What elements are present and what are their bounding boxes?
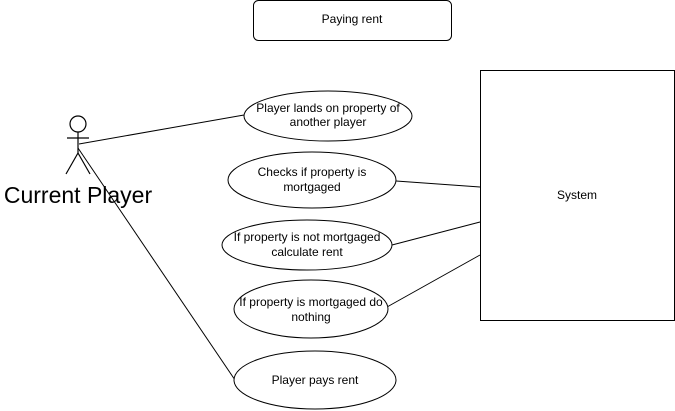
- use-case-label-line2: calculate rent: [271, 245, 343, 259]
- actor-stick-figure-icon: [65, 115, 91, 175]
- title-box-frame: [253, 0, 452, 41]
- use-case-label-line1: Player pays rent: [272, 373, 359, 387]
- actor-label: Current Player: [4, 182, 153, 208]
- use-case-label-line2: another player: [290, 115, 367, 129]
- connector-calculate-rent-to-system: [391, 221, 481, 246]
- use-case-label-line2: nothing: [291, 310, 330, 324]
- connector-mortgage-check-to-system: [395, 180, 481, 188]
- connector-do-nothing-to-system: [386, 254, 481, 308]
- use-case-ellipse: [233, 350, 397, 410]
- use-case-pays-rent[interactable]: Player pays rent: [233, 350, 397, 410]
- system-box[interactable]: System: [480, 70, 675, 321]
- use-case-label-line1: Player lands on property of: [256, 101, 400, 115]
- use-case-do-nothing[interactable]: If property is mortgaged do nothing: [233, 279, 389, 339]
- system-box-frame: [480, 70, 675, 321]
- system-label: System: [557, 188, 597, 202]
- use-case-label-line1: If property is mortgaged do: [239, 295, 383, 309]
- connector-actor-to-lands-on-property: [78, 114, 245, 145]
- use-case-label-line1: Checks if property is: [258, 165, 367, 179]
- diagram-title: Paying rent: [322, 12, 383, 26]
- use-case-ellipse: [243, 90, 413, 142]
- use-case-ellipse: [221, 219, 393, 271]
- use-case-lands-on-property[interactable]: Player lands on property of another play…: [243, 90, 413, 142]
- actor-current-player[interactable]: Current Player: [4, 115, 153, 208]
- use-case-label-line2: mortgaged: [283, 180, 340, 194]
- title-box[interactable]: Paying rent: [253, 0, 452, 41]
- connector-actor-to-pays-rent: [77, 147, 236, 381]
- use-case-label-line1: If property is not mortgaged: [234, 230, 381, 244]
- use-case-ellipse: [227, 151, 397, 209]
- use-case-calculate-rent[interactable]: If property is not mortgaged calculate r…: [221, 219, 393, 271]
- use-case-ellipse: [233, 279, 389, 339]
- use-case-check-mortgaged[interactable]: Checks if property is mortgaged: [227, 151, 397, 209]
